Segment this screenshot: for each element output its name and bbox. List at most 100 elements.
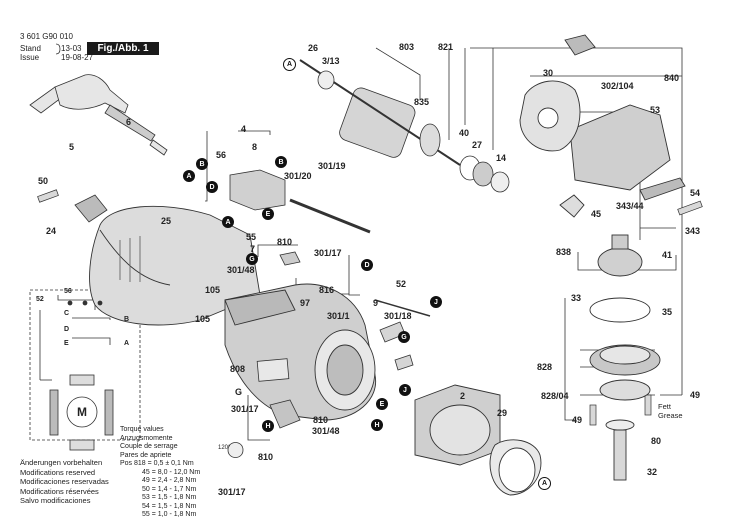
part-label: 301/48 — [312, 426, 340, 436]
torque-row: 49 = 2,4 - 2,8 Nm — [142, 477, 197, 484]
torque-row: 45 = 8,0 - 12,0 Nm — [142, 468, 201, 476]
note-line: Änderungen vorbehalten — [20, 458, 103, 467]
part-label: 301/48 — [227, 265, 255, 275]
part-label: 3/13 — [322, 56, 340, 66]
part-label: 816 — [319, 285, 335, 295]
marker-h: H — [262, 420, 274, 432]
part-label: 6 — [126, 117, 132, 127]
part-label: 24 — [46, 226, 57, 236]
part-label: 2 — [460, 391, 466, 401]
marker-e: E — [262, 208, 274, 220]
part-label: C — [64, 310, 70, 317]
part-label: 810 — [258, 452, 274, 462]
torque-row: Pos 818 = 0,5 ± 0,1 Nm — [120, 460, 194, 467]
torque-row: 53 = 1,5 - 1,8 Nm — [142, 494, 197, 501]
marker-d: D — [206, 181, 218, 193]
marker-j: J — [399, 384, 411, 396]
marker-d: D — [361, 259, 373, 271]
figure-label: Fig./Abb. 1 — [87, 42, 159, 55]
part-label: 301/18 — [384, 311, 412, 321]
part-label: 33 — [571, 293, 582, 303]
part-label: B — [124, 316, 130, 323]
part-label: 32 — [647, 467, 658, 477]
part-label: 52 — [396, 279, 407, 289]
torque-heading: Torque values — [120, 426, 164, 433]
part-label: 26 — [308, 43, 319, 53]
marker-g: G — [246, 253, 258, 265]
stand-date: 13-03 — [61, 44, 82, 53]
grease-line: Grease — [658, 411, 683, 420]
torque-row: 55 = 1,0 - 1,8 Nm — [142, 511, 197, 518]
part-label: 55 — [246, 232, 257, 242]
marker-j: J — [430, 296, 442, 308]
torque-heading: Couple de serrage — [120, 443, 178, 450]
part-label: 56 — [216, 150, 227, 160]
grease-line: Fett — [658, 402, 671, 411]
part-label: 4 — [241, 124, 247, 134]
part-label: 49 — [572, 415, 583, 425]
part-label: 45 — [591, 209, 602, 219]
document-number: 3 601 G90 010 — [20, 32, 73, 41]
issue-label: Issue — [20, 53, 40, 62]
part-label: 840 — [664, 73, 680, 83]
part-label: 828 — [537, 362, 553, 372]
part-label: 50 — [38, 176, 49, 186]
part-label: 343 — [685, 226, 701, 236]
part-label: 41 — [662, 250, 673, 260]
part-label: 105 — [205, 285, 221, 295]
part-label: 821 — [438, 42, 454, 52]
marker-b: B — [275, 156, 287, 168]
part-label: 30 — [543, 68, 554, 78]
part-label: 808 — [230, 364, 246, 374]
part-label: 301/20 — [284, 171, 312, 181]
part-label: 302/104 — [601, 81, 634, 91]
part-label: 97 — [300, 298, 311, 308]
part-label: 56 — [64, 288, 72, 295]
part-label: 803 — [399, 42, 415, 52]
part-label: E — [64, 340, 69, 347]
part-label: 343/44 — [616, 201, 644, 211]
part-label: 810 — [277, 237, 293, 247]
torque-table: Torque values Anzugsmomente Couple de se… — [120, 426, 200, 520]
part-label: M — [77, 405, 87, 419]
marker-g: G — [398, 331, 410, 343]
marker-a: A — [283, 58, 296, 71]
marker-a: A — [222, 216, 234, 228]
part-label: 52 — [36, 296, 44, 303]
torque-heading: Pares de apriete — [120, 451, 172, 459]
marker-e: E — [376, 398, 388, 410]
part-label: 810 — [313, 415, 329, 425]
part-label: D — [64, 326, 70, 333]
marker-a: A — [183, 170, 195, 182]
marker-h: H — [371, 419, 383, 431]
part-label: 105 — [195, 314, 211, 324]
part-label: 8 — [252, 142, 258, 152]
part-label: 301/1 — [327, 311, 350, 321]
torque-row: 50 = 1,4 - 1,7 Nm — [142, 485, 197, 493]
grease-note: Fett Grease — [658, 402, 683, 420]
angle-note: 120° — [218, 445, 231, 451]
part-label: 53 — [650, 105, 661, 115]
part-label: 301/19 — [318, 161, 346, 171]
note-line: Modifications réservées — [20, 486, 99, 496]
part-label: 835 — [414, 97, 430, 107]
marker-b: B — [196, 158, 208, 170]
part-label: 838 — [556, 247, 572, 257]
torque-row: 54 = 1,5 - 1,8 Nm — [142, 502, 197, 510]
part-label: 7 — [250, 244, 256, 254]
part-label: 301/17 — [218, 487, 246, 497]
part-label: 828/04 — [541, 391, 569, 401]
part-label: 301/17 — [231, 404, 259, 414]
part-label: 35 — [662, 307, 673, 317]
part-label: 27 — [472, 140, 483, 150]
part-label: 301/17 — [314, 248, 342, 258]
part-label: 80 — [651, 436, 662, 446]
part-label: A — [124, 340, 130, 347]
modification-notes: Änderungen vorbehalten Modifications res… — [20, 458, 109, 506]
note-line: Salvo modificaciones — [20, 496, 91, 505]
part-label: 40 — [459, 128, 470, 138]
part-label: 9 — [373, 298, 379, 308]
note-line: Modifications reserved — [20, 467, 96, 477]
part-label: 49 — [690, 390, 701, 400]
